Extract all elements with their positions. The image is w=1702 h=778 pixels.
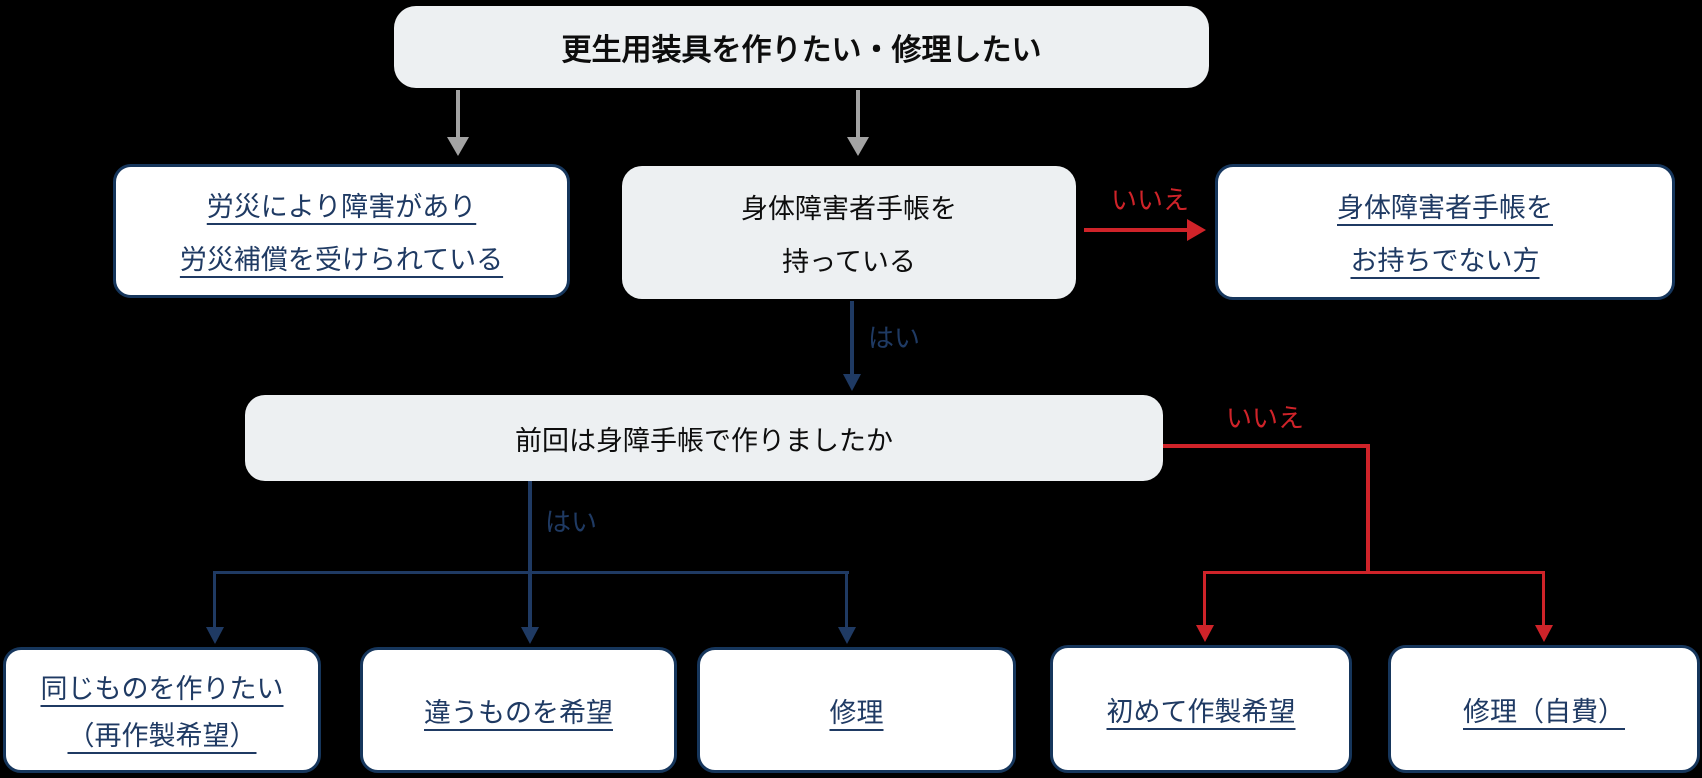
node-first-time-link[interactable]: 初めて作製希望 [1050,645,1352,773]
node-same-link[interactable]: 同じものを作りたい （再作製希望） [3,647,321,773]
branch-yes-drop-repair [845,571,848,628]
arrow-start-to-rosai-line [456,90,460,138]
branch-yes-head-different [521,627,539,644]
node-techo-line1: 身体障害者手帳を [741,193,957,224]
node-previous-label: 前回は身障手帳で作りましたか [515,425,893,456]
branch-no-horizontal [1203,571,1545,574]
node-first-time-label: 初めて作製希望 [1106,696,1296,727]
node-different-link[interactable]: 違うものを希望 [360,647,677,773]
node-same-line1: 同じものを作りたい [40,674,284,704]
node-different-label: 違うものを希望 [424,697,613,728]
node-no-techo-line1: 身体障害者手帳を [1337,193,1553,223]
arrow-start-to-techo-head [847,137,869,156]
branch-no-vertical [1366,444,1370,574]
node-no-techo-line2: お持ちでない方 [1350,246,1540,276]
arrow-techo-to-notecho-head [1187,219,1206,241]
arrow-techo-to-previous-line [850,301,854,375]
arrow-start-to-rosai-head [447,137,469,156]
edge-label-previous-no: いいえ [1225,403,1304,433]
arrow-techo-to-notecho-line [1084,228,1188,232]
node-repair-self-label: 修理（自費） [1463,696,1625,727]
arrow-start-to-techo-line [856,90,860,138]
node-repair-label: 修理 [829,697,884,728]
node-rosai-link[interactable]: 労災により障害があり 労災補償を受けられている [113,164,570,298]
node-repair-link[interactable]: 修理 [697,647,1016,773]
edge-label-techo-yes: はい [868,323,921,353]
node-repair-self-link[interactable]: 修理（自費） [1388,645,1700,773]
branch-no-head-self [1535,625,1553,642]
branch-yes-drop-same [213,571,216,628]
node-rosai-line2: 労災補償を受けられている [179,245,504,275]
edge-label-previous-yes: はい [545,507,598,537]
branch-no-drop-first [1203,571,1206,626]
node-techo: 身体障害者手帳を 持っている [622,166,1076,299]
node-start: 更生用装具を作りたい・修理したい [394,6,1209,88]
edge-label-techo-no: いいえ [1110,185,1189,215]
branch-no-out-horizontal [1163,444,1370,448]
branch-no-drop-self [1542,571,1545,626]
branch-yes-head-repair [838,627,856,644]
node-same-line2: （再作製希望） [67,721,257,751]
branch-no-head-first [1196,625,1214,642]
branch-yes-head-same [206,627,224,644]
arrow-techo-to-previous-head [843,374,861,391]
node-start-label: 更生用装具を作りたい・修理したい [561,34,1042,67]
branch-yes-vertical [528,481,532,629]
node-techo-line2: 持っている [782,246,916,277]
node-rosai-line1: 労災により障害があり [206,192,477,222]
branch-yes-horizontal [213,571,849,574]
node-no-techo-link[interactable]: 身体障害者手帳を お持ちでない方 [1215,164,1675,300]
node-previous: 前回は身障手帳で作りましたか [245,395,1163,481]
